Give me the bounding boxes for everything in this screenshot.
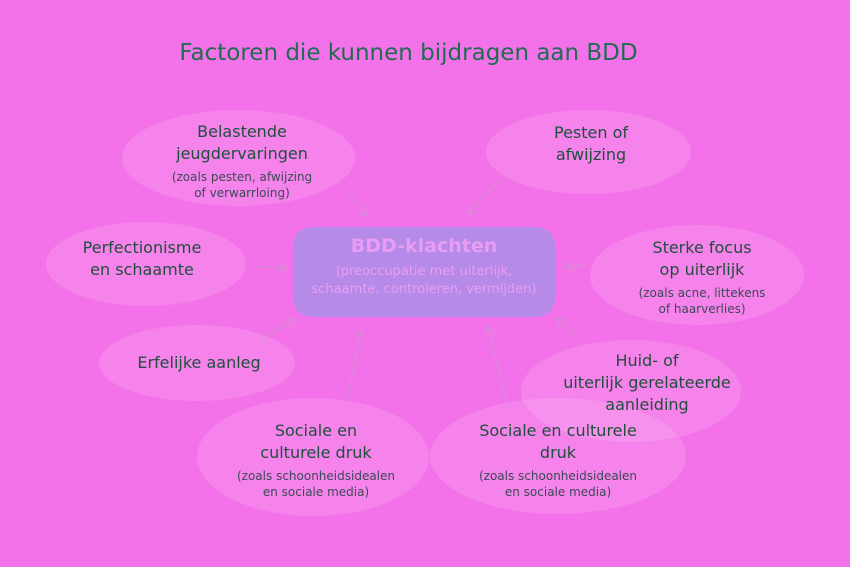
blob-huid bbox=[521, 340, 741, 442]
node-pesten: Pesten of afwijzing bbox=[491, 122, 691, 166]
node-jeugdervaringen: Belastende jeugdervaringen (zoals pesten… bbox=[122, 121, 362, 201]
center-title: BDD-klachten bbox=[350, 235, 498, 257]
node-erfelijk-line1: Erfelijke aanleg bbox=[137, 353, 261, 372]
node-focus-sub2: of haarverlies) bbox=[658, 302, 746, 316]
arrow-sociaal-rechts bbox=[488, 326, 508, 404]
node-jeugd-line2: jeugdervaringen bbox=[176, 144, 308, 163]
node-focus-sub1: (zoals acne, littekens bbox=[638, 286, 766, 300]
node-huid-line3: aanleiding bbox=[605, 395, 689, 414]
blob-jeugd bbox=[122, 110, 355, 206]
center-subtitle-line2: schaamte, controleren, vermijden) bbox=[311, 282, 537, 297]
blob-sociaal-links bbox=[197, 398, 429, 516]
node-perfectionisme-line1: Perfectionisme bbox=[82, 238, 202, 257]
arrow-pesten bbox=[468, 179, 501, 214]
node-focus: Sterke focus op uiterlijk (zoals acne, l… bbox=[602, 237, 802, 317]
node-pesten-line2: afwijzing bbox=[555, 145, 627, 164]
node-huid-line1: Huid- of bbox=[615, 351, 679, 370]
node-sociaal-rechts-sub2: en sociale media) bbox=[504, 485, 612, 499]
node-sociaal-links-sub2: en sociale media) bbox=[262, 485, 370, 499]
diagram-title: Factoren die kunnen bijdragen aan BDD bbox=[179, 40, 638, 66]
node-huid: Huid- of uiterlijk gerelateerde aanleidi… bbox=[537, 350, 757, 416]
center-node: BDD-klachten (preoccupatie met uiterlijk… bbox=[293, 227, 555, 317]
node-focus-line1: Sterke focus bbox=[652, 238, 752, 257]
node-focus-line2: op uiterlijk bbox=[659, 260, 745, 279]
node-jeugd-sub1: (zoals pesten, afwijzing bbox=[171, 170, 313, 184]
node-jeugd-line1: Belastende bbox=[197, 122, 287, 141]
blob-perfectionisme bbox=[46, 222, 246, 306]
node-huid-line2: uiterlijk gerelateerde bbox=[563, 373, 731, 392]
node-sociaal-rechts: Sociale en culturele druk (zoals schoonh… bbox=[438, 420, 678, 500]
node-jeugd-sub2: of verwarrloing) bbox=[194, 186, 290, 200]
center-subtitle-line1: (preoccupatie met uiterlijk, bbox=[335, 264, 513, 279]
arrow-huid bbox=[557, 318, 581, 339]
node-pesten-line1: Pesten of bbox=[553, 123, 629, 142]
node-erfelijk: Erfelijke aanleg bbox=[99, 352, 299, 374]
node-sociaal-rechts-line1: Sociale en culturele bbox=[479, 421, 637, 440]
blob-pesten bbox=[486, 110, 691, 194]
arrow-sociaal-links bbox=[347, 331, 361, 399]
node-perfectionisme-line2: en schaamte bbox=[90, 260, 194, 279]
arrow-jeugd bbox=[344, 186, 366, 216]
arrow-focus bbox=[566, 265, 586, 267]
blob-focus bbox=[590, 225, 804, 325]
node-perfectionisme: Perfectionisme en schaamte bbox=[42, 237, 242, 281]
node-sociaal-rechts-line2: druk bbox=[539, 443, 577, 462]
node-sociaal-rechts-sub1: (zoals schoonheidsidealen bbox=[478, 469, 638, 483]
node-sociaal-links: Sociale en culturele druk (zoals schoonh… bbox=[196, 420, 436, 500]
blob-sociaal-rechts bbox=[430, 398, 686, 514]
node-sociaal-links-sub1: (zoals schoonheidsidealen bbox=[236, 469, 396, 483]
arrow-erfelijk bbox=[256, 319, 294, 344]
node-sociaal-links-line1: Sociale en bbox=[274, 421, 358, 440]
blob-erfelijk bbox=[99, 325, 295, 401]
arrow-perfectionisme bbox=[255, 267, 286, 268]
node-sociaal-links-line2: culturele druk bbox=[260, 443, 372, 462]
